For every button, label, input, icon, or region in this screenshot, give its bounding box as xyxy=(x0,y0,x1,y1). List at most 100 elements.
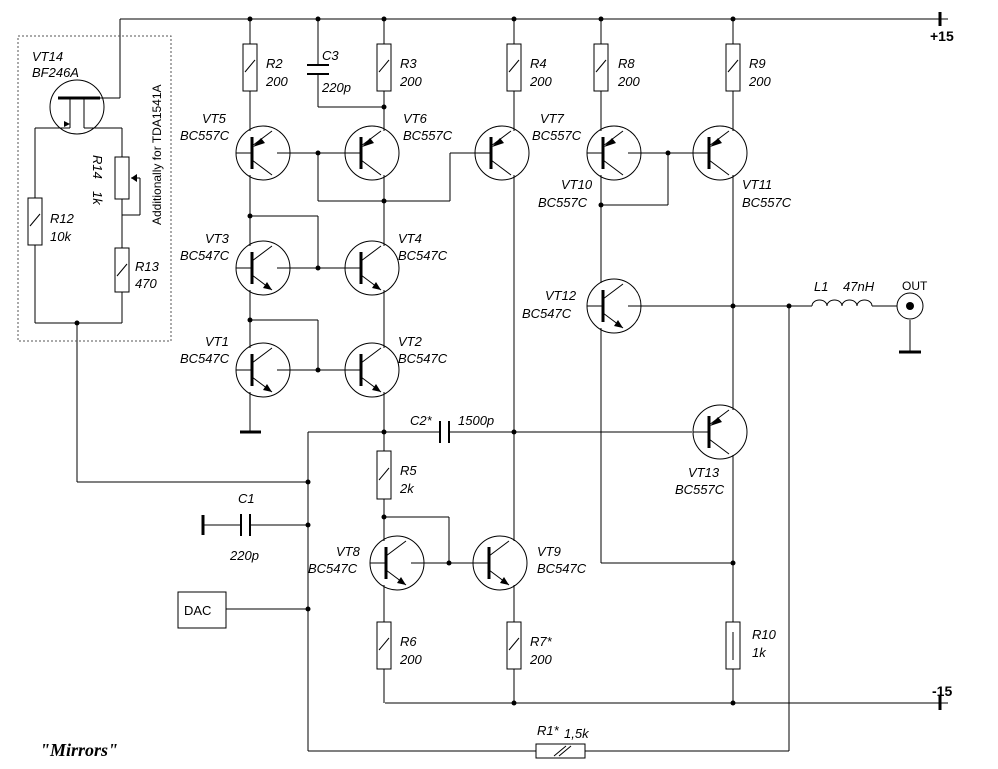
c2-name: C2* xyxy=(410,413,433,428)
vt7-name: VT7 xyxy=(540,111,565,126)
transistor-vt3: VT3 BC547C xyxy=(180,231,292,297)
vt13-name: VT13 xyxy=(688,465,720,480)
transistor-vt10: VT10 BC557C xyxy=(538,124,643,210)
c3-name: C3 xyxy=(322,48,339,63)
resistor-r14-trimmer: R14 1k xyxy=(90,155,137,206)
dac-block: DAC xyxy=(177,591,227,629)
vt5-name: VT5 xyxy=(202,111,227,126)
r3-name: R3 xyxy=(400,56,417,71)
vt6-type: BC557C xyxy=(403,128,453,143)
vt10-type: BC557C xyxy=(538,195,588,210)
transistor-vt7: VT7 BC557C xyxy=(473,111,582,182)
r5-name: R5 xyxy=(400,463,417,478)
resistor-r3: R3 200 xyxy=(376,43,422,92)
transistor-vt13: VT13 BC557C xyxy=(675,403,749,497)
resistor-r2: R2 200 xyxy=(242,43,288,92)
resistor-r8: R8 200 xyxy=(593,43,640,92)
resistor-r1: R1* 1,5k xyxy=(535,723,590,759)
transistor-vt14: VT14 BF246A xyxy=(32,49,105,135)
out-label: OUT xyxy=(902,279,928,293)
vt14-type: BF246A xyxy=(32,65,79,80)
vt4-type: BC547C xyxy=(398,248,448,263)
vt8-type: BC547C xyxy=(308,561,358,576)
vt5-type: BC557C xyxy=(180,128,230,143)
resistor-r10: R10 1k xyxy=(725,621,777,670)
transistor-vt1: VT1 BC547C xyxy=(180,334,292,399)
resistor-r4: R4 200 xyxy=(506,43,552,92)
transistor-vt8: VT8 BC547C xyxy=(308,534,426,592)
c2-value: 1500p xyxy=(458,413,494,428)
resistor-r5: R5 2k xyxy=(376,450,417,500)
dac-label: DAC xyxy=(184,603,211,618)
r7-value: 200 xyxy=(529,652,552,667)
vt12-type: BC547C xyxy=(522,306,572,321)
output-jack: OUT xyxy=(896,279,928,320)
diagram-title: "Mirrors" xyxy=(40,740,118,760)
tda1541a-note: Additionally for TDA1541A xyxy=(150,84,164,225)
capacitor-c3: C3 220p xyxy=(307,48,351,95)
r4-value: 200 xyxy=(529,74,552,89)
r7-name: R7* xyxy=(530,634,553,649)
vt1-name: VT1 xyxy=(205,334,229,349)
r14-value: 1k xyxy=(90,191,105,206)
vt13-type: BC557C xyxy=(675,482,725,497)
vt14-name: VT14 xyxy=(32,49,63,64)
l1-value: 47nH xyxy=(843,279,875,294)
vt6-name: VT6 xyxy=(403,111,428,126)
negative-rail-label: -15 xyxy=(932,683,952,699)
vt10-name: VT10 xyxy=(561,177,593,192)
resistor-r12: R12 10k xyxy=(27,197,75,246)
vt2-name: VT2 xyxy=(398,334,423,349)
r1-value: 1,5k xyxy=(564,726,590,741)
r5-value: 2k xyxy=(399,481,415,496)
vt4-name: VT4 xyxy=(398,231,422,246)
capacitor-c1: C1 220p xyxy=(229,491,259,563)
resistor-r7: R7* 200 xyxy=(506,621,553,670)
r4-name: R4 xyxy=(530,56,547,71)
vt9-type: BC547C xyxy=(537,561,587,576)
c1-value: 220p xyxy=(229,548,259,563)
r6-name: R6 xyxy=(400,634,417,649)
r13-value: 470 xyxy=(135,276,157,291)
r8-value: 200 xyxy=(617,74,640,89)
c1-name: C1 xyxy=(238,491,255,506)
r9-name: R9 xyxy=(749,56,766,71)
r13-name: R13 xyxy=(135,259,160,274)
r6-value: 200 xyxy=(399,652,422,667)
transistor-vt4: VT4 BC547C xyxy=(343,231,448,297)
r12-name: R12 xyxy=(50,211,75,226)
r2-value: 200 xyxy=(265,74,288,89)
r12-value: 10k xyxy=(50,229,72,244)
positive-rail: +15 xyxy=(120,12,954,44)
wiring xyxy=(34,19,921,752)
r1-name: R1* xyxy=(537,723,560,738)
vt2-type: BC547C xyxy=(398,351,448,366)
vt12-name: VT12 xyxy=(545,288,577,303)
r10-value: 1k xyxy=(752,645,767,660)
r3-value: 200 xyxy=(399,74,422,89)
transistor-vt11: VT11 BC557C xyxy=(691,124,792,210)
vt3-type: BC547C xyxy=(180,248,230,263)
transistor-vt6: VT6 BC557C xyxy=(343,111,453,182)
transistor-vt2: VT2 BC547C xyxy=(343,334,448,399)
vt1-type: BC547C xyxy=(180,351,230,366)
vt11-type: BC557C xyxy=(742,195,792,210)
resistor-r9: R9 200 xyxy=(725,43,771,92)
capacitor-c2: C2* 1500p xyxy=(410,413,494,443)
vt7-type: BC557C xyxy=(532,128,582,143)
vt11-name: VT11 xyxy=(742,177,772,192)
transistor-vt9: VT9 BC547C xyxy=(471,534,587,592)
transistor-vt5: VT5 BC557C xyxy=(180,111,292,182)
resistor-r13: R13 470 xyxy=(114,247,160,293)
resistor-r6: R6 200 xyxy=(376,621,422,670)
vt9-name: VT9 xyxy=(537,544,561,559)
c3-value: 220p xyxy=(321,80,351,95)
l1-name: L1 xyxy=(814,279,828,294)
tda1541a-option-box xyxy=(17,35,172,342)
vt8-name: VT8 xyxy=(336,544,361,559)
r2-name: R2 xyxy=(266,56,283,71)
r8-name: R8 xyxy=(618,56,635,71)
vt3-name: VT3 xyxy=(205,231,230,246)
positive-rail-label: +15 xyxy=(930,28,954,44)
